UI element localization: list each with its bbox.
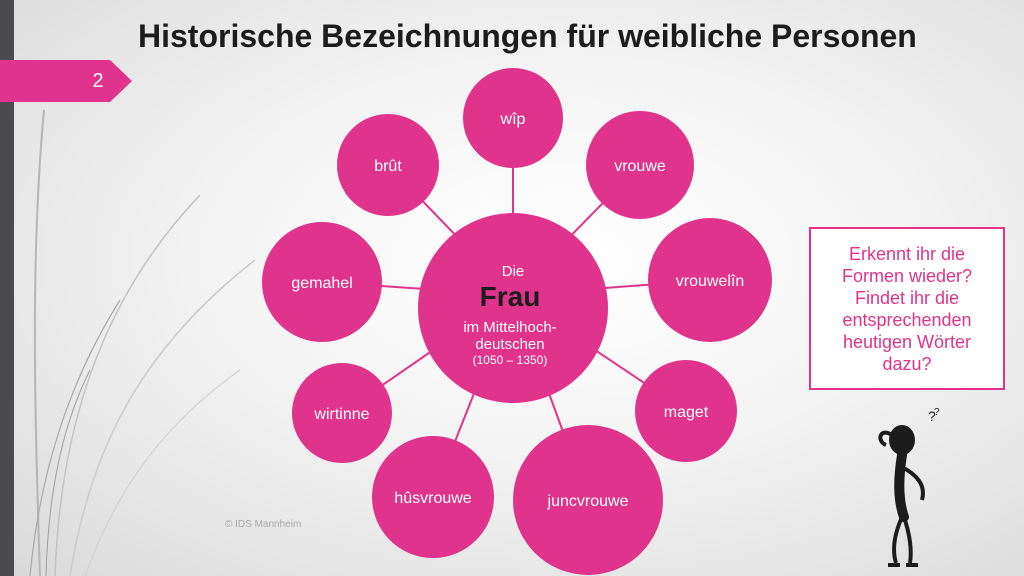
node-label: wîp xyxy=(500,111,526,128)
node-wip: wîp xyxy=(463,68,563,168)
question-marks: ? xyxy=(928,408,936,424)
slide-title: Historische Bezeichnungen für weibliche … xyxy=(138,18,917,54)
node-maget: maget xyxy=(635,360,737,462)
copyright-note: © IDS Mannheim xyxy=(225,519,302,530)
node-label: hûsvrouwe xyxy=(394,490,471,507)
svg-text:?: ? xyxy=(934,407,940,418)
center-node: Die Frau im Mittelhoch- deutschen (1050 … xyxy=(418,213,608,403)
node-label: wirtinne xyxy=(313,406,369,423)
node-vrouwe: vrouwe xyxy=(586,111,694,219)
thinking-stick-figure-icon: ? ? xyxy=(878,407,940,567)
center-label-period: im Mittelhoch- xyxy=(463,319,556,336)
question-box: Erkennt ihr die Formen wieder? Findet ih… xyxy=(809,227,1005,390)
center-label-period-2: deutschen xyxy=(475,336,544,353)
center-label-frau: Frau xyxy=(480,281,541,312)
node-label: juncvrouwe xyxy=(547,493,629,510)
node-label: maget xyxy=(664,404,709,421)
node-label: brût xyxy=(374,158,402,175)
node-husvrouwe: hûsvrouwe xyxy=(372,436,494,558)
page-number-tab xyxy=(0,60,132,102)
node-label: gemahel xyxy=(291,275,352,292)
node-wirtinne: wirtinne xyxy=(292,363,392,463)
question-text: Erkennt ihr die Formen wieder? Findet ih… xyxy=(841,243,973,374)
node-gemahel: gemahel xyxy=(262,222,382,342)
node-brut: brût xyxy=(337,114,439,216)
node-label: vrouwe xyxy=(614,158,666,175)
node-juncvrouwe: juncvrouwe xyxy=(513,425,663,575)
center-label-die: Die xyxy=(502,263,525,280)
node-label: vrouwelîn xyxy=(676,273,744,290)
page-number: 2 xyxy=(92,70,104,92)
left-accent-bar xyxy=(0,0,14,576)
center-label-years: (1050 – 1350) xyxy=(473,353,548,367)
node-vrouwelin: vrouwelîn xyxy=(648,218,772,342)
